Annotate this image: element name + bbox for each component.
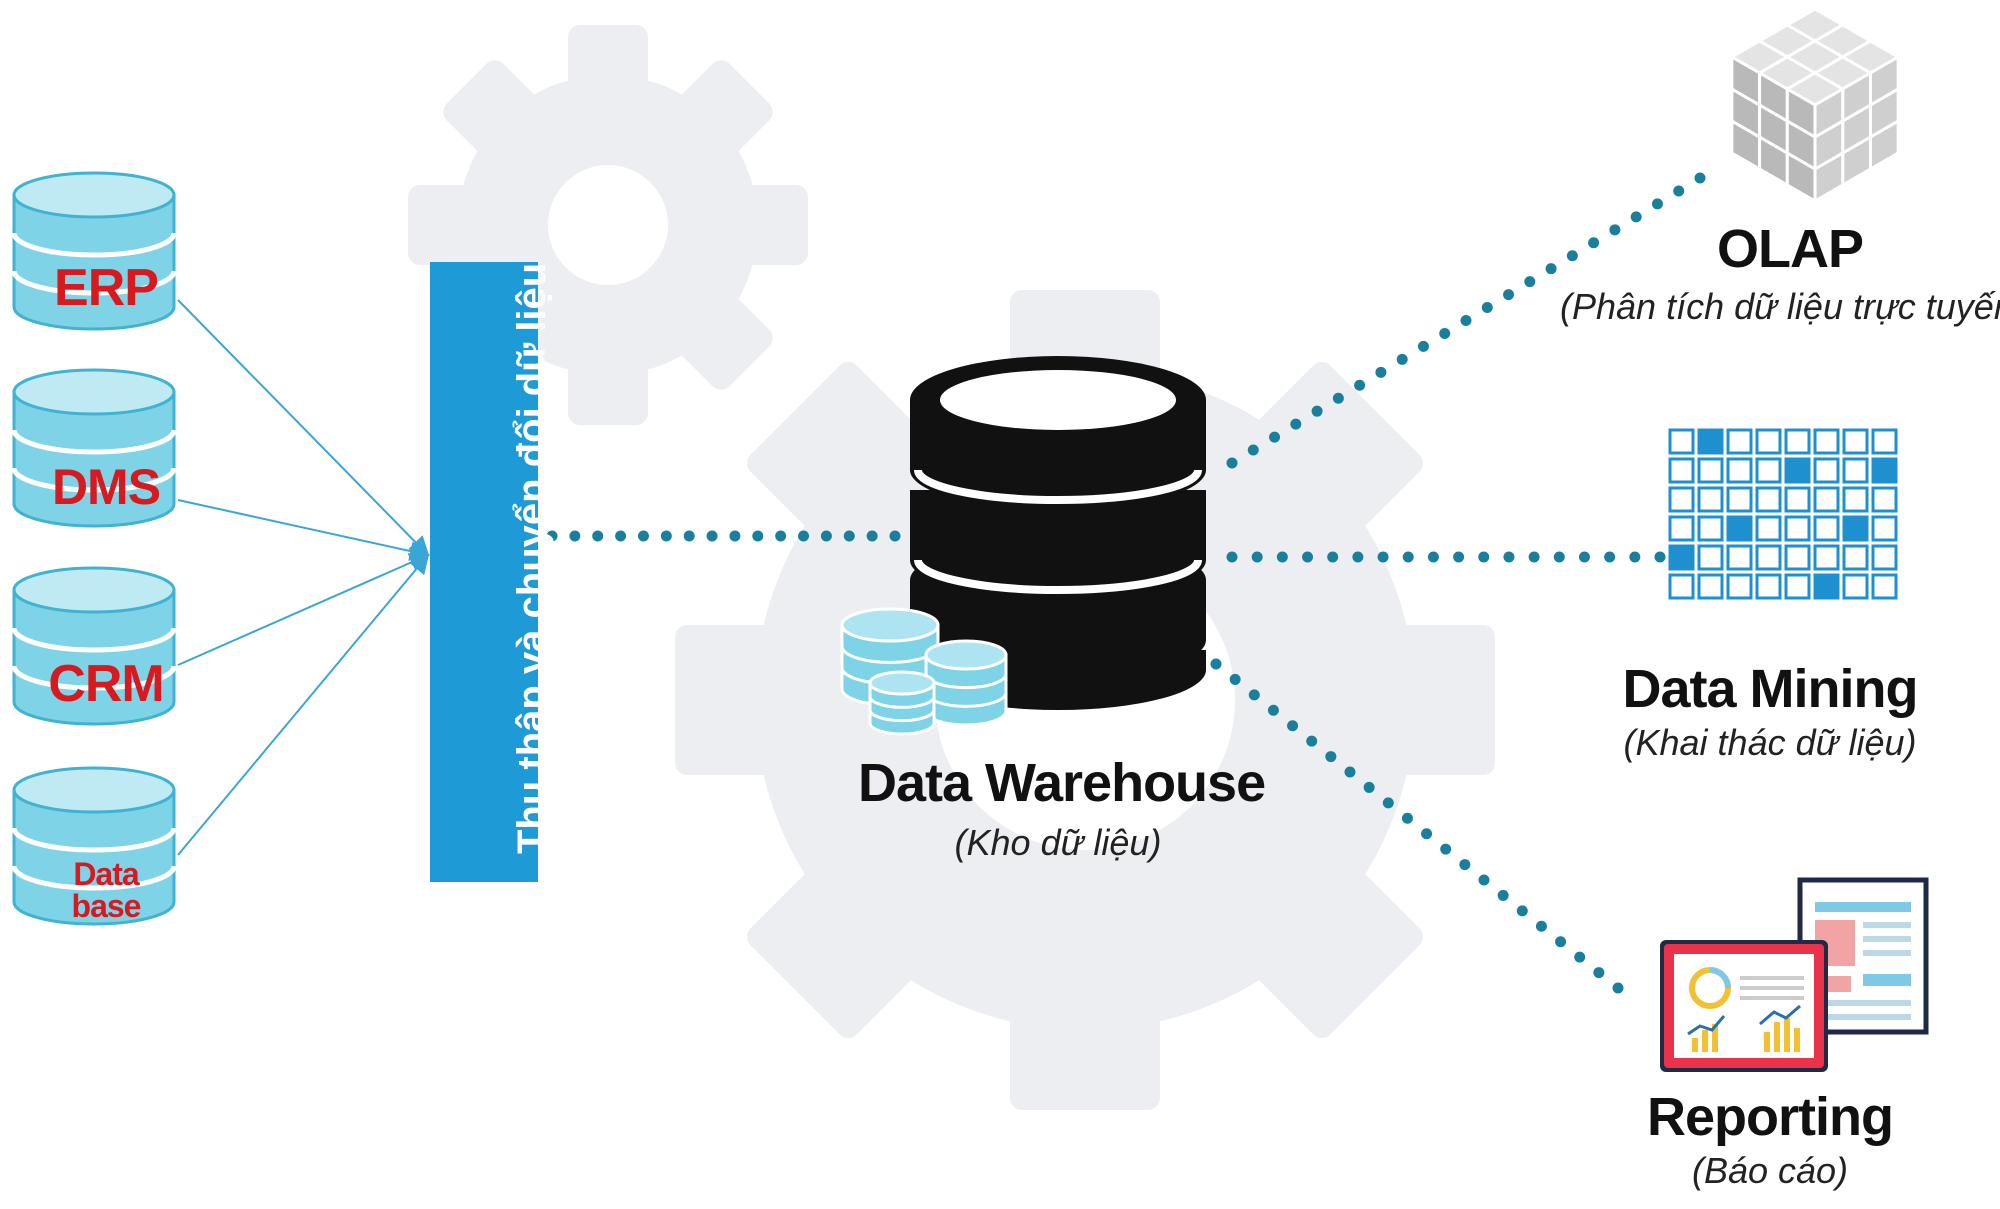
olap-subtitle: (Phân tích dữ liệu trực tuyến): [1560, 286, 2000, 327]
warehouse-title: Data Warehouse: [858, 753, 1266, 813]
source-erp-db-icon: [11, 171, 177, 331]
warehouse-subtitle: (Kho dữ liệu): [954, 822, 1162, 863]
source-arrows: [177, 299, 430, 856]
data-mining-grid-icon: [1668, 428, 1898, 600]
reporting-icon: [1660, 877, 1929, 1072]
arrow-crm: [177, 553, 430, 666]
data-mining-subtitle: (Khai thác dữ liệu): [1623, 722, 1917, 763]
olap-title: OLAP: [1716, 219, 1864, 279]
source-database-label-line1: Data: [73, 856, 139, 892]
dotted-connectors: [546, 172, 1706, 994]
source-database-label-line2: base: [71, 888, 142, 924]
dots-etl-to-warehouse: [546, 530, 901, 542]
reporting-title: Reporting: [1647, 1087, 1894, 1147]
arrow-dms: [177, 499, 430, 561]
source-crm-db-icon: [11, 566, 177, 726]
source-dms-label: DMS: [51, 459, 161, 515]
arrow-erp: [177, 299, 430, 557]
source-database-label: Data base: [36, 858, 176, 922]
etl-bar: [430, 262, 538, 882]
source-crm-label: CRM: [48, 655, 164, 713]
source-database-db-icon: [11, 766, 177, 926]
data-mining-title: Data Mining: [1622, 659, 1919, 719]
source-dms-db-icon: [11, 368, 177, 528]
dots-warehouse-to-olap: [1226, 172, 1706, 469]
small-databases-icon: [840, 607, 1008, 736]
reporting-subtitle: (Báo cáo): [1691, 1150, 1849, 1191]
arrow-database: [177, 553, 430, 856]
olap-cube-icon: [1728, 7, 1902, 204]
dots-warehouse-to-reporting: [1210, 658, 1624, 994]
etl-label-wrapper: Thu thập và chuyển đổi dữ liệu: [502, 262, 562, 854]
dots-warehouse-to-mining: [1226, 551, 1666, 563]
source-erp-label: ERP: [54, 259, 159, 317]
etl-label: Thu thập và chuyển đổi dữ liệu: [510, 262, 554, 854]
